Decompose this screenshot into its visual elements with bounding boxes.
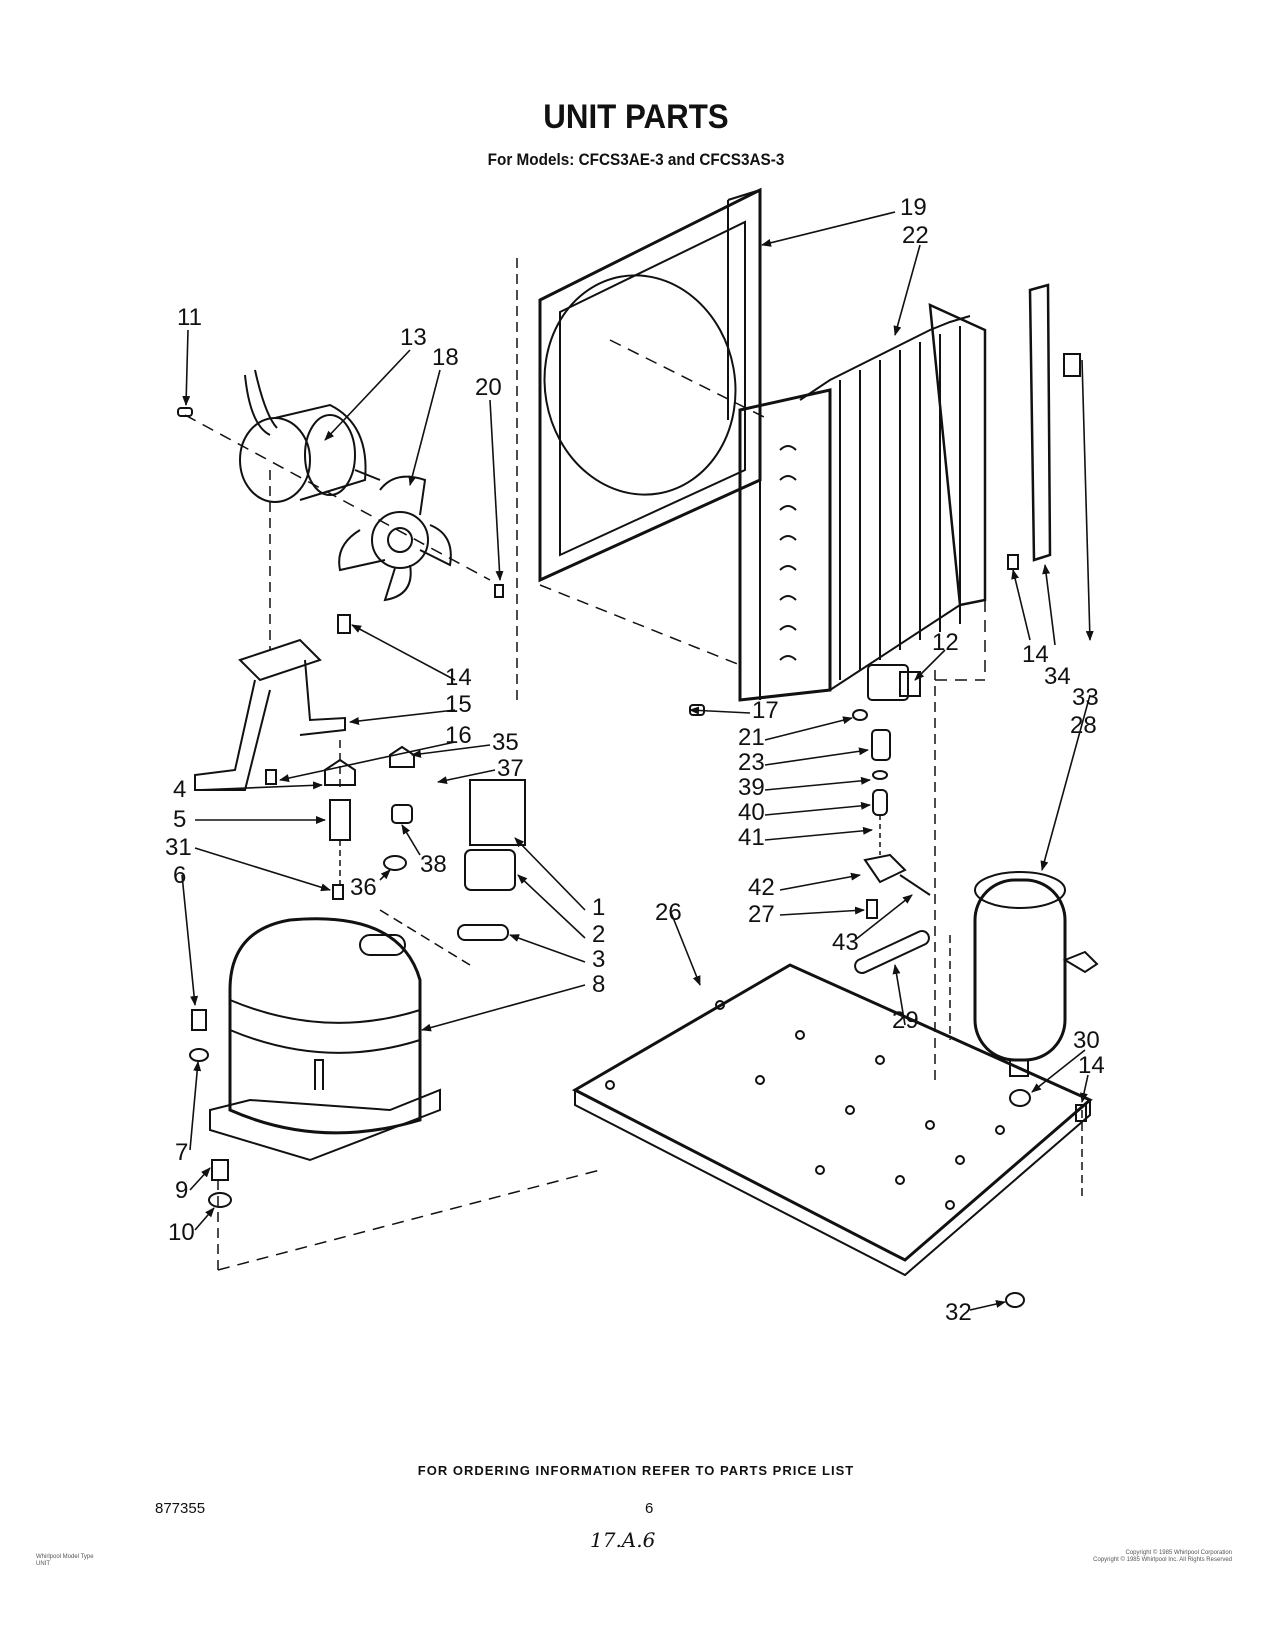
copyright-notice: Copyright © 1985 Whirlpool Corporation C… [1022, 1550, 1232, 1564]
fine-print-left-line-2: UNIT [36, 1561, 50, 1567]
callout-14-lower: 14 [1078, 1052, 1105, 1079]
callout-31: 31 [165, 834, 192, 861]
condenser-shroud [516, 187, 762, 700]
compressor-mounting-hardware [189, 1009, 601, 1271]
callout-4: 4 [173, 776, 186, 803]
side-bracket [1028, 283, 1081, 562]
callout-14-right: 14 [1022, 641, 1049, 668]
callout-32: 32 [945, 1299, 972, 1326]
callout-12: 12 [932, 629, 959, 656]
callout-22: 22 [902, 222, 929, 249]
callout-34: 34 [1044, 663, 1071, 690]
callout-27: 27 [748, 901, 775, 928]
page-number: 6 [645, 1500, 654, 1517]
callout-10: 10 [168, 1219, 195, 1246]
fine-print-left-line-1: Whirlpool Model Type [36, 1554, 94, 1560]
ordering-note: FOR ORDERING INFORMATION REFER TO PARTS … [417, 1463, 855, 1478]
callout-11: 11 [177, 304, 202, 331]
fan-motor [184, 369, 491, 581]
coil-assembly [738, 302, 987, 702]
electrical-components [324, 745, 526, 966]
page-title: UNIT PARTS [543, 98, 729, 136]
callout-20: 20 [475, 374, 502, 401]
callout-39: 39 [738, 774, 765, 801]
fan-blade [338, 475, 452, 602]
fine-print-left: Whirlpool Model Type UNIT [36, 1554, 94, 1568]
callout-21: 21 [738, 724, 765, 751]
copyright-line-1: Copyright © 1985 Whirlpool Corporation [1125, 1550, 1232, 1556]
handwritten-note: 17.A.6 [590, 1528, 656, 1552]
callout-30: 30 [1073, 1027, 1100, 1054]
callout-19: 19 [900, 194, 927, 221]
callout-28: 28 [1070, 712, 1097, 739]
callout-6: 6 [173, 862, 186, 889]
callout-41: 41 [738, 824, 765, 851]
motor-mount [194, 470, 346, 791]
callout-36: 36 [350, 874, 377, 901]
callout-18: 18 [432, 344, 459, 371]
callout-labels: 11 13 18 20 19 22 14 34 33 28 12 14 15 1… [165, 194, 1105, 1326]
callout-29: 29 [892, 1007, 919, 1034]
callout-35: 35 [492, 729, 519, 756]
accumulator [949, 871, 1099, 1107]
screws [177, 407, 1087, 1308]
base-pan [571, 670, 1093, 1277]
leader-arrows [181, 211, 1094, 1311]
callout-8: 8 [592, 971, 605, 998]
callout-17: 17 [752, 697, 779, 724]
callout-43: 43 [832, 929, 859, 956]
callout-2: 2 [592, 921, 605, 948]
callout-16: 16 [445, 722, 472, 749]
compressor [209, 917, 441, 1162]
copyright-line-2: Copyright © 1985 Whirlpool Inc. All Righ… [1093, 1557, 1232, 1563]
callout-13: 13 [400, 324, 427, 351]
callout-42: 42 [748, 874, 775, 901]
assembly-guide-lines [539, 339, 986, 681]
document-number: 877355 [155, 1500, 206, 1517]
callout-37: 37 [497, 755, 524, 782]
callout-9: 9 [175, 1177, 188, 1204]
callout-40: 40 [738, 799, 765, 826]
callout-7: 7 [175, 1139, 188, 1166]
relay-component [867, 664, 921, 701]
callout-3: 3 [592, 946, 605, 973]
callout-38: 38 [420, 851, 447, 878]
callout-14-left: 14 [445, 664, 472, 691]
callout-26: 26 [655, 899, 682, 926]
callout-5: 5 [173, 806, 186, 833]
callout-33: 33 [1072, 684, 1099, 711]
valve-assembly [852, 709, 931, 974]
callout-1: 1 [592, 894, 605, 921]
model-subtitle: For Models: CFCS3AE-3 and CFCS3AS-3 [487, 150, 785, 169]
callout-23: 23 [738, 749, 765, 776]
callout-15: 15 [445, 691, 472, 718]
